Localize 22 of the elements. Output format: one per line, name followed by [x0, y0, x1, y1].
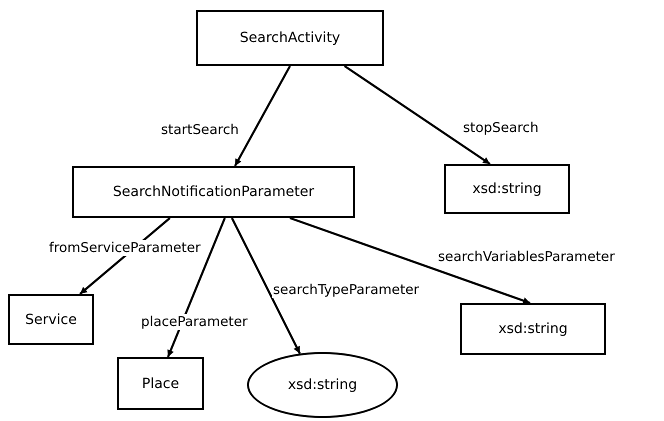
node-label: Service: [25, 312, 77, 328]
node-label: SearchNotificationParameter: [112, 184, 314, 200]
class-box: [117, 357, 204, 410]
node-label: Place: [142, 376, 180, 392]
edge-label: stopSearch: [462, 120, 540, 136]
arrow: [166, 218, 226, 358]
node-label: xsd:string: [472, 181, 542, 197]
arrow: [234, 65, 291, 167]
class-box: [72, 166, 355, 218]
class-box: [196, 10, 384, 66]
arrow: [230, 218, 301, 354]
class-box: [8, 294, 94, 345]
class-box: [460, 303, 606, 355]
class-box: [444, 164, 570, 214]
arrow: [290, 216, 530, 304]
edge-label: fromServiceParameter: [48, 240, 202, 256]
node-label: xsd:string: [498, 321, 568, 337]
node-label: SearchActivity: [240, 30, 340, 46]
edge-label: placeParameter: [140, 314, 249, 330]
node-label: xsd:string: [288, 377, 358, 393]
edge-label: searchTypeParameter: [272, 282, 420, 298]
arrow: [344, 65, 491, 165]
